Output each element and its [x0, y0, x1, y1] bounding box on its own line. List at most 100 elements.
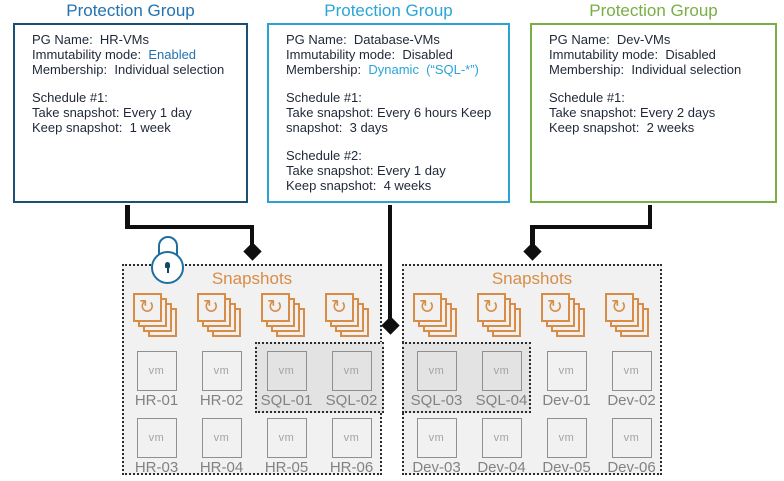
vm-icon: vm — [266, 351, 307, 391]
membership-label: Membership: — [286, 62, 369, 77]
refresh-icon: ↻ — [483, 296, 499, 318]
snapshot-sheet-front: ↻ — [604, 293, 634, 322]
vm-icon: vm — [136, 418, 177, 458]
vm-name: Dev-03 — [412, 459, 461, 476]
connector-segment — [387, 205, 392, 320]
vm-name: HR-03 — [134, 459, 179, 476]
schedule-title: Schedule #2: — [286, 148, 362, 163]
vm-icon: vm — [416, 418, 457, 458]
vm-icon-label: vm — [493, 365, 510, 377]
vm-icon: vm — [611, 418, 652, 458]
vm-icon: vm — [331, 351, 372, 391]
vm-icon: vm — [201, 351, 242, 391]
pg-name-line: PG Name: Database-VMs — [286, 32, 440, 47]
snapshot-icon-cell: ↻ — [468, 293, 532, 340]
vm-icon: vm — [546, 418, 587, 458]
membership-label: Membership: — [549, 62, 632, 77]
vm-icon-label: vm — [213, 365, 230, 377]
membership-value: Individual selection — [631, 62, 742, 77]
connector-diamond-arrowhead — [242, 241, 262, 261]
schedule-1-block: Schedule #1: Take snapshot: Every 2 days… — [549, 90, 769, 135]
snapshot-stack-icon: ↻ — [260, 293, 308, 340]
snapshot-stack-icon: ↻ — [412, 293, 460, 340]
sql-dynamic-selection-region — [255, 342, 384, 413]
vm-name: HR-04 — [199, 459, 244, 476]
vm-name: Dev-05 — [542, 459, 591, 476]
snapshot-stack-icon: ↻ — [132, 293, 180, 340]
immutability-label: Immutability mode: — [549, 47, 666, 62]
schedule-1-block: Schedule #1: Take snapshot: Every 6 hour… — [286, 90, 502, 135]
snapshot-icon-cell: ↻ — [124, 293, 188, 340]
schedule-title: Schedule #1: — [549, 90, 625, 105]
vm-icon-label: vm — [428, 432, 445, 444]
take-snapshot-line: Take snapshot: Every 6 hours Keep — [286, 105, 492, 120]
vm-icon: vm — [136, 351, 177, 391]
snapshot-icon-cell: ↻ — [404, 293, 468, 340]
vm-name: HR-06 — [329, 459, 374, 476]
snapshot-stack-icon: ↻ — [540, 293, 588, 340]
connector-diamond-arrowhead — [380, 315, 400, 335]
snapshot-icon-cell: ↻ — [532, 293, 596, 340]
snapshot-icon-cell: ↻ — [252, 293, 316, 340]
vm-icon: vm — [611, 351, 652, 391]
take-snapshot-line: Take snapshot: Every 1 day — [32, 105, 192, 120]
keep-snapshot-line: Keep snapshot: 4 weeks — [286, 178, 432, 193]
membership-line: Membership: Individual selection — [32, 62, 240, 77]
vm-icon-label: vm — [493, 432, 510, 444]
vm-icon-label: vm — [623, 432, 640, 444]
refresh-icon: ↻ — [267, 296, 283, 318]
connector-segment — [530, 224, 535, 246]
immutability-line: Immutability mode: Disabled — [286, 47, 502, 62]
immutability-line: Immutability mode: Disabled — [549, 47, 769, 62]
vm-icon-label: vm — [558, 432, 575, 444]
connector-segment — [647, 205, 652, 229]
immutability-value: Enabled — [148, 47, 197, 62]
snapshot-stack-icon: ↻ — [476, 293, 524, 340]
immutability-lock-icon — [150, 236, 186, 286]
membership-label: Membership: — [32, 62, 115, 77]
vm-name: SQL-04 — [475, 392, 528, 409]
vm-name: HR-05 — [264, 459, 309, 476]
membership-line: Membership: Dynamic (“SQL-*”) — [286, 62, 502, 77]
vm-icon-label: vm — [278, 432, 295, 444]
vm-icon-label: vm — [623, 365, 640, 377]
vm-icon: vm — [201, 418, 242, 458]
snapshot-stack-icon: ↻ — [196, 293, 244, 340]
snapshot-icon-cell: ↻ — [188, 293, 252, 340]
snapshot-sheet-front: ↻ — [412, 293, 442, 322]
protection-group-title: Protection Group — [66, 1, 195, 20]
pg-name-line: PG Name: Dev-VMs — [549, 32, 671, 47]
refresh-icon: ↻ — [419, 296, 435, 318]
snapshot-stack-icon: ↻ — [604, 293, 652, 340]
vm-icon: vm — [266, 418, 307, 458]
sql-dynamic-selection-region — [402, 342, 531, 413]
vm-icon: vm — [546, 351, 587, 391]
connector-diamond-arrowhead — [522, 241, 542, 261]
connector-segment — [125, 224, 254, 229]
refresh-icon: ↻ — [611, 296, 627, 318]
schedule-title: Schedule #1: — [32, 90, 108, 105]
membership-line: Membership: Individual selection — [549, 62, 769, 77]
membership-value: Dynamic (“SQL-*”) — [368, 62, 479, 77]
snapshot-icon-cell: ↻ — [596, 293, 660, 340]
vm-icon-label: vm — [278, 365, 295, 377]
vm-name: Dev-02 — [607, 392, 656, 409]
vm-name: HR-02 — [199, 392, 244, 409]
snapshot-stack-icon: ↻ — [324, 293, 372, 340]
connector-segment — [125, 205, 130, 229]
vm-name: SQL-01 — [260, 392, 313, 409]
refresh-icon: ↻ — [203, 296, 219, 318]
keep-snapshot-line: snapshot: 3 days — [286, 120, 388, 135]
immutability-label: Immutability mode: — [286, 47, 403, 62]
